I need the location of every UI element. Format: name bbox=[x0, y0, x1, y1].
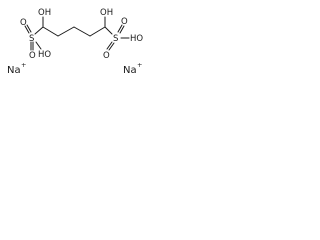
sodium-left-charge: + bbox=[21, 61, 26, 69]
left-oxo-top-label: O bbox=[20, 18, 27, 28]
bond-c1-c2 bbox=[42, 26, 59, 37]
right-oxo-bottom-label: O bbox=[103, 51, 110, 61]
carbon-backbone bbox=[42, 26, 106, 37]
bond-s-o-top-left bbox=[24, 25, 30, 34]
bond-c2-c3 bbox=[57, 26, 75, 37]
right-substituents bbox=[104, 16, 130, 51]
left-ho-label: HO bbox=[38, 50, 51, 60]
left-sulfur-label: S bbox=[29, 34, 34, 44]
bond-s-ho-left bbox=[35, 41, 42, 50]
left-hydroxyl-label: OH bbox=[38, 8, 51, 18]
bond-s-o-top-right bbox=[117, 24, 123, 33]
sodium-counterion-left: Na + bbox=[7, 61, 26, 76]
right-sulfur-label: S bbox=[113, 34, 118, 44]
structure-diagram: OH S O O HO OH S O O HO Na + Na + bbox=[7, 8, 143, 76]
left-oxo-bottom-label: O bbox=[29, 51, 36, 61]
right-hydroxyl-label: OH bbox=[100, 8, 113, 18]
left-sulfonate-group: OH S O O HO bbox=[20, 8, 51, 61]
bond-c5-s bbox=[104, 26, 113, 35]
bond-c1-s bbox=[34, 26, 44, 35]
left-substituents bbox=[24, 16, 44, 51]
right-ho-label: HO bbox=[130, 34, 143, 44]
bond-c4-c5 bbox=[89, 26, 106, 37]
sodium-right-symbol: Na bbox=[123, 65, 137, 76]
right-sulfonate-group: OH S O O HO bbox=[100, 8, 143, 61]
bond-s-o-bottom-right-double bbox=[108, 42, 115, 51]
bond-s-o-top-left-double bbox=[26, 24, 32, 33]
sodium-counterion-right: Na + bbox=[123, 61, 142, 76]
sodium-right-charge: + bbox=[137, 61, 142, 69]
sodium-left-symbol: Na bbox=[7, 65, 21, 76]
bond-c3-c4 bbox=[73, 26, 91, 37]
right-oxo-top-label: O bbox=[121, 17, 128, 27]
bond-s-o-bottom-right bbox=[106, 41, 113, 50]
bond-s-o-top-right-double bbox=[119, 25, 125, 34]
